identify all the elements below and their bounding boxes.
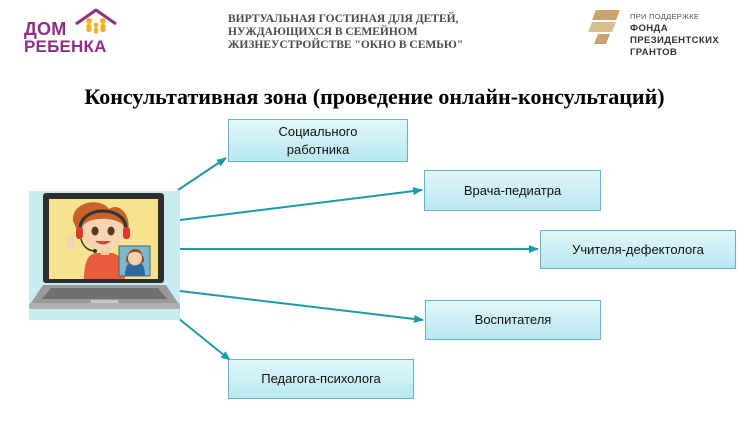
grants-line-2: ПРЕЗИДЕНТСКИХ	[630, 35, 720, 46]
grants-support-text: ПРИ ПОДДЕРЖКЕ	[630, 12, 700, 21]
laptop-video-call-icon	[29, 191, 180, 320]
target-social-worker: Социального работника	[228, 119, 408, 162]
arrow-to-psychologist	[177, 317, 231, 361]
target-psychologist-label: Педагога-психолога	[261, 371, 381, 386]
grants-line-3: ГРАНТОВ	[630, 47, 678, 58]
target-psychologist: Педагога-психолога	[228, 359, 414, 399]
target-defectologist: Учителя-дефектолога	[540, 230, 736, 269]
target-social-worker-label: Социального работника	[278, 123, 358, 157]
house-family-icon	[75, 8, 117, 34]
grants-line-1: ФОНДА	[630, 23, 668, 34]
target-pediatrician: Врача-педиатра	[424, 170, 601, 211]
arrow-to-pediatrician	[179, 187, 423, 221]
page-title: Консультативная зона (проведение онлайн-…	[84, 84, 665, 109]
arrow-to-educator	[179, 290, 424, 323]
target-educator: Воспитателя	[425, 300, 601, 340]
arrow-to-social-worker	[177, 157, 227, 191]
target-defectologist-label: Учителя-дефектолога	[572, 241, 704, 257]
logo-left-line1: ДОМ	[24, 19, 67, 39]
header-line-3: ЖИЗНЕУСТРОЙСТВЕ "ОКНО В СЕМЬЮ"	[228, 39, 464, 51]
presidential-grants-logo: ПРИ ПОДДЕРЖКЕ ФОНДА ПРЕЗИДЕНТСКИХ ГРАНТО…	[588, 6, 738, 62]
target-pediatrician-label: Врача-педиатра	[463, 182, 562, 198]
project-header-text: ВИРТУАЛЬНАЯ ГОСТИНАЯ ДЛЯ ДЕТЕЙ, НУЖДАЮЩИ…	[228, 13, 558, 52]
header-line-1: ВИРТУАЛЬНАЯ ГОСТИНАЯ ДЛЯ ДЕТЕЙ,	[228, 13, 459, 25]
dom-rebenka-logo: ДОМ РЕБЕНКА	[22, 8, 118, 60]
logo-left-line2: РЕБЕНКА	[24, 37, 107, 56]
header-line-2: НУЖДАЮЩИХСЯ В СЕМЕЙНОМ	[228, 26, 418, 38]
target-educator-label: Воспитателя	[474, 312, 552, 327]
grants-emblem-icon	[588, 10, 620, 44]
